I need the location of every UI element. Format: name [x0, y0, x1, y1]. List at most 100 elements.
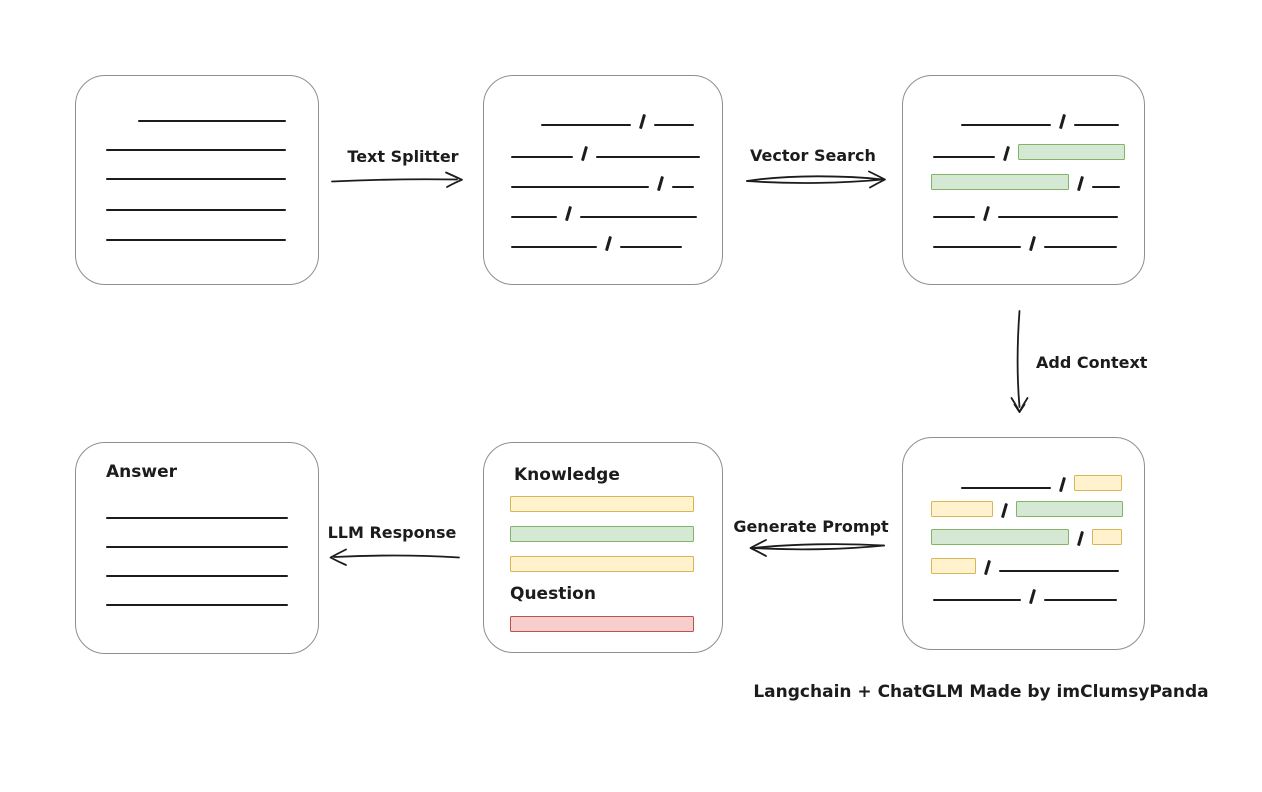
answer-box: Answer: [75, 442, 319, 654]
text-line: [511, 216, 557, 218]
question-label: Question: [510, 584, 596, 604]
answer-row: [106, 530, 288, 548]
knowledge-label: Knowledge: [514, 465, 620, 485]
matched-chunks-row: [933, 200, 1118, 222]
slash-separator: [580, 145, 588, 162]
text-splitter-arrow-icon: [331, 171, 463, 188]
text-line: [511, 186, 649, 188]
context-chunks-row: [933, 583, 1117, 605]
text-line: [619, 246, 682, 248]
source-document-row: [106, 133, 286, 151]
text-line: [106, 604, 288, 606]
text-line: [1091, 186, 1120, 188]
answer-row: [106, 588, 288, 606]
split-chunks-row: [541, 108, 694, 130]
matched-chunks-row: [933, 140, 1125, 162]
text-line: [1043, 599, 1117, 601]
green-chunk: [931, 529, 1069, 545]
slash-separator: [564, 205, 572, 222]
prompt-row: [510, 522, 694, 542]
slash-separator: [656, 175, 664, 192]
yellow-chunk: [1091, 529, 1122, 545]
source-document-box: [75, 75, 319, 285]
source-document-row: [106, 223, 286, 241]
slash-separator: [1002, 145, 1010, 162]
add-context-arrow-icon: [1010, 310, 1029, 413]
yellow-chunk: [1073, 475, 1122, 491]
green-chunk: [1015, 501, 1123, 517]
context-chunks-row: [961, 471, 1122, 493]
text-line: [933, 599, 1021, 601]
vector-search-label: Vector Search: [750, 146, 876, 165]
yellow-chunk: [931, 558, 976, 574]
green-chunk: [931, 174, 1069, 190]
source-document-row: [106, 193, 286, 211]
split-chunks-box: [483, 75, 723, 285]
yellow-chunk: [510, 556, 694, 572]
text-line: [933, 156, 995, 158]
slash-separator: [1058, 113, 1066, 130]
green-chunk: [510, 526, 694, 542]
answer-row: [106, 501, 288, 519]
split-chunks-row: [511, 170, 694, 192]
matched-chunks-box: [902, 75, 1145, 285]
yellow-chunk: [931, 501, 993, 517]
matched-chunks-row: [961, 108, 1119, 130]
slash-separator: [1000, 502, 1008, 519]
text-line: [671, 186, 694, 188]
context-chunks-box: [902, 437, 1145, 650]
text-line: [106, 517, 288, 519]
text-line: [541, 124, 631, 126]
text-line: [106, 575, 288, 577]
green-chunk: [1017, 144, 1125, 160]
llm-response-label: LLM Response: [327, 523, 457, 542]
text-line: [106, 239, 286, 241]
answer-row: [106, 559, 288, 577]
text-line: [653, 124, 694, 126]
text-line: [511, 246, 597, 248]
text-line: [961, 487, 1051, 489]
slash-separator: [1076, 530, 1084, 547]
matched-chunks-row: [933, 230, 1117, 252]
generate-prompt-label: Generate Prompt: [733, 517, 889, 536]
slash-separator: [983, 559, 991, 576]
credit-text: Langchain + ChatGLM Made by imClumsyPand…: [753, 682, 1209, 702]
llm-response-arrow-icon: [329, 548, 460, 566]
text-line: [106, 149, 286, 151]
split-chunks-row: [511, 230, 682, 252]
text-line: [595, 156, 700, 158]
text-line: [579, 216, 697, 218]
context-chunks-row: [931, 525, 1122, 547]
text-line: [1073, 124, 1119, 126]
source-document-row: [138, 104, 286, 122]
text-line: [997, 216, 1118, 218]
text-line: [106, 546, 288, 548]
context-chunks-row: [931, 497, 1123, 519]
text-line: [961, 124, 1051, 126]
text-line: [106, 209, 286, 211]
text-line: [511, 156, 573, 158]
text-line: [1043, 246, 1117, 248]
add-context-label: Add Context: [1036, 353, 1148, 372]
split-chunks-row: [511, 140, 700, 162]
vector-search-arrow-icon: [746, 170, 886, 189]
text-line: [933, 216, 975, 218]
text-line: [106, 178, 286, 180]
slash-separator: [1076, 175, 1084, 192]
generate-prompt-arrow-icon: [749, 539, 885, 557]
text-line: [933, 246, 1021, 248]
answer-label: Answer: [106, 462, 177, 482]
prompt-row: [510, 552, 694, 572]
text-line: [998, 570, 1119, 572]
split-chunks-row: [511, 200, 697, 222]
slash-separator: [1058, 476, 1066, 493]
slash-separator: [1028, 235, 1036, 252]
context-chunks-row: [931, 554, 1119, 576]
slash-separator: [1028, 588, 1036, 605]
text-line: [138, 120, 286, 122]
matched-chunks-row: [931, 170, 1120, 192]
source-document-row: [106, 162, 286, 180]
slash-separator: [604, 235, 612, 252]
prompt-row: [510, 492, 694, 512]
